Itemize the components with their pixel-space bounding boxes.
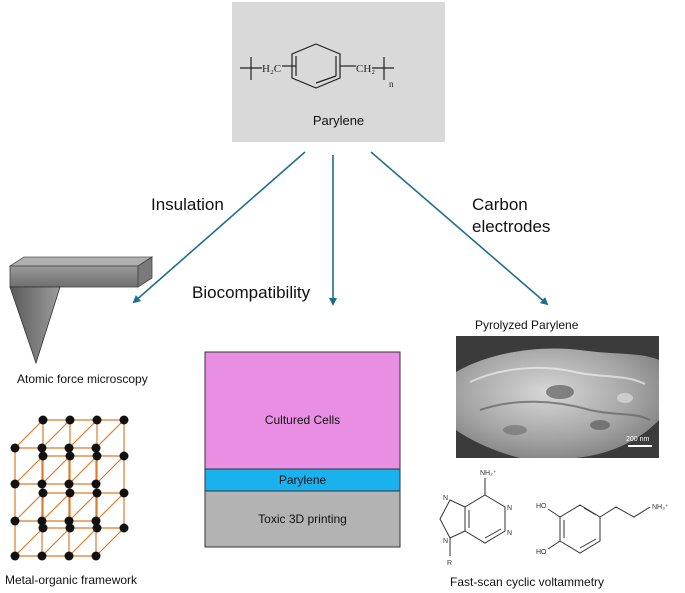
- lattice-node: [37, 443, 47, 453]
- layer-label-parylene: Parylene: [278, 473, 327, 487]
- lattice-node: [91, 551, 101, 561]
- lattice-node: [38, 415, 48, 425]
- dopamine-hydroxyl-1: HO: [536, 503, 547, 510]
- adenine-n1: N: [507, 505, 512, 512]
- formula-right-group: CH₂: [356, 63, 375, 75]
- lattice-link: [95, 527, 125, 557]
- dopamine-structure: [547, 504, 651, 554]
- lattice-node: [37, 551, 47, 561]
- dopamine-hydroxyl-2: HO: [536, 549, 547, 556]
- formula-subscript: n: [389, 79, 394, 89]
- lattice-node: [65, 451, 75, 461]
- lattice-node: [10, 479, 20, 489]
- lattice-node: [64, 551, 74, 561]
- formula-left-group: H₂C: [262, 63, 281, 75]
- lattice-node: [10, 443, 20, 453]
- layer-cultured-cells: [204, 351, 401, 470]
- adenine-n4: N: [443, 538, 448, 545]
- lattice-link: [68, 492, 98, 522]
- lattice-node: [92, 415, 102, 425]
- adenine-structure: [439, 478, 506, 556]
- lattice-link: [68, 455, 98, 485]
- lattice-node: [64, 516, 74, 526]
- lattice-node: [10, 516, 20, 526]
- fscv-label: Fast-scan cyclic voltammetry: [450, 575, 605, 589]
- lattice-node: [37, 516, 47, 526]
- lattice-link: [41, 492, 71, 522]
- lattice-link: [95, 419, 125, 449]
- lattice-node: [92, 488, 102, 498]
- lattice-node: [91, 443, 101, 453]
- lattice-link: [95, 492, 125, 522]
- lattice-link: [14, 419, 44, 449]
- layer-toxic-3d-printing: [204, 490, 401, 548]
- branch-label-biocompatibility: Biocompatibility: [192, 283, 311, 302]
- lattice-node: [65, 488, 75, 498]
- adenine-n2: N: [507, 530, 512, 537]
- lattice-node: [119, 523, 129, 533]
- lattice-node: [64, 479, 74, 489]
- arrow-left: [132, 151, 306, 304]
- scale-bar-label: 200 nm: [626, 436, 650, 443]
- branch-label-insulation: Insulation: [151, 195, 224, 214]
- lattice-link: [41, 527, 71, 557]
- parylene-box: [232, 2, 445, 142]
- afm-label: Atomic force microscopy: [17, 372, 148, 386]
- lattice-node: [119, 451, 129, 461]
- afm-cantilever-icon: [8, 256, 154, 365]
- lattice-node: [10, 551, 20, 561]
- branch-arrows: [132, 151, 549, 306]
- lattice-link: [14, 527, 44, 557]
- parylene-structure: [240, 43, 394, 89]
- lattice-node: [64, 443, 74, 453]
- layer-label-toxic-3d-printing: Toxic 3D printing: [258, 512, 347, 526]
- lattice-node: [92, 523, 102, 533]
- lattice-link: [41, 455, 71, 485]
- arrow-right: [370, 151, 549, 306]
- dopamine-amine-label: NH₃⁺: [652, 504, 669, 511]
- sem-image: [456, 336, 659, 458]
- adenine-n3: N: [443, 495, 448, 502]
- adenine-amine-label: NH₂⁺: [480, 470, 497, 477]
- parylene-title: Parylene: [312, 113, 365, 128]
- lattice-link: [95, 455, 125, 485]
- lattice-node: [91, 516, 101, 526]
- lattice-link: [14, 492, 44, 522]
- sem-title: Pyrolyzed Parylene: [475, 318, 579, 332]
- lattice-node: [119, 415, 129, 425]
- lattice-node: [65, 415, 75, 425]
- layer-label-cultured-cells: Cultured Cells: [264, 413, 341, 427]
- adenine-r-group: R: [447, 560, 452, 567]
- lattice-node: [65, 523, 75, 533]
- lattice-link: [41, 419, 71, 449]
- lattice-link: [68, 419, 98, 449]
- lattice-node: [92, 451, 102, 461]
- lattice-node: [37, 479, 47, 489]
- mof-lattice: [10, 415, 129, 561]
- mof-label: Metal-organic framework: [5, 573, 138, 587]
- lattice-node: [119, 488, 129, 498]
- lattice-link: [14, 455, 44, 485]
- lattice-node: [38, 523, 48, 533]
- branch-label-carbon: Carbon: [472, 195, 528, 214]
- lattice-node: [38, 451, 48, 461]
- lattice-node: [91, 479, 101, 489]
- lattice-node: [38, 488, 48, 498]
- branch-label-electrodes: electrodes: [472, 217, 551, 236]
- lattice-link: [68, 527, 98, 557]
